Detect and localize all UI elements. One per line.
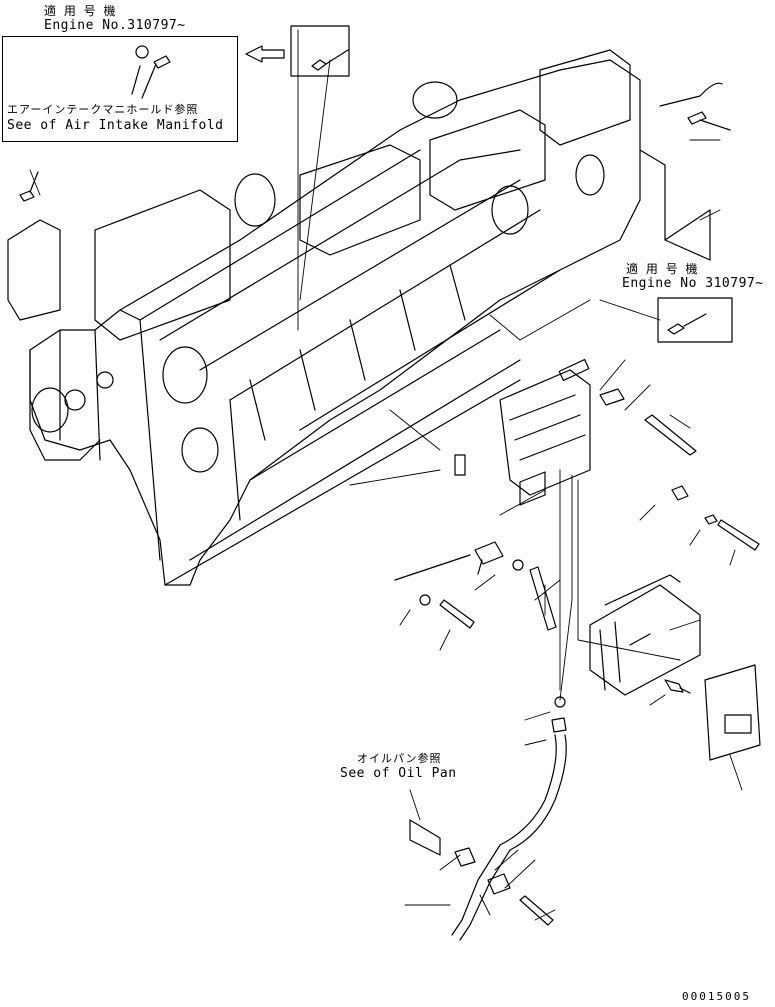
applicable-top-en: Engine No.310797~	[44, 18, 186, 33]
sensor-right-icon	[667, 313, 707, 335]
oil-tube-assembly	[409, 696, 567, 941]
clamp-lower-icon	[487, 873, 511, 895]
label-plate	[704, 664, 761, 761]
oil-pan-ref-en: See of Oil Pan	[340, 766, 457, 781]
front-cover	[7, 219, 61, 321]
washer-right-icon	[704, 514, 718, 525]
collar-icon	[671, 485, 689, 501]
bolt-icon	[644, 414, 697, 456]
fitting-icon	[551, 717, 567, 733]
ecm-controller	[589, 574, 701, 696]
bolt-ecm-icon	[664, 679, 691, 694]
leader-lines	[29, 29, 743, 921]
washer-icon	[599, 388, 625, 406]
pressure-sensor-icon	[474, 541, 504, 575]
drawing-number: 00015005	[682, 990, 751, 1003]
tube-bracket-icon	[409, 819, 441, 856]
bolt-right-icon	[717, 519, 760, 551]
sensor-detail-box-top	[290, 25, 350, 77]
label-plate-window	[724, 714, 752, 734]
bolt-left-icon	[439, 599, 475, 629]
air-intake-ref-en: See of Air Intake Manifold	[7, 118, 224, 133]
bolt-center-icon	[529, 566, 557, 631]
applicable-top-jp: 適 用 号 機	[44, 4, 118, 18]
left-arrow-icon	[245, 45, 285, 63]
clamp-icon	[454, 847, 476, 867]
sensor-ref-icon	[135, 45, 171, 69]
sensor-detail-box-right	[657, 297, 733, 343]
applicable-right-jp: 適 用 号 機	[626, 262, 700, 276]
washer-left-icon	[419, 594, 431, 606]
air-intake-reference-box	[2, 36, 238, 142]
engine-block	[29, 49, 641, 586]
clamp-bolt-icon	[519, 895, 554, 926]
oil-pan-ref-jp: オイルパン参照	[357, 752, 442, 765]
ecm-bracket	[499, 358, 591, 506]
o-ring-icon	[512, 559, 524, 571]
sensor-wire-icon	[659, 95, 707, 125]
applicable-right-en: Engine No 310797~	[622, 276, 764, 291]
spacer-icon	[454, 454, 466, 476]
air-intake-ref-jp: エアーインテークマニホールド参照	[7, 103, 199, 116]
sensor-left-icon	[19, 171, 39, 202]
